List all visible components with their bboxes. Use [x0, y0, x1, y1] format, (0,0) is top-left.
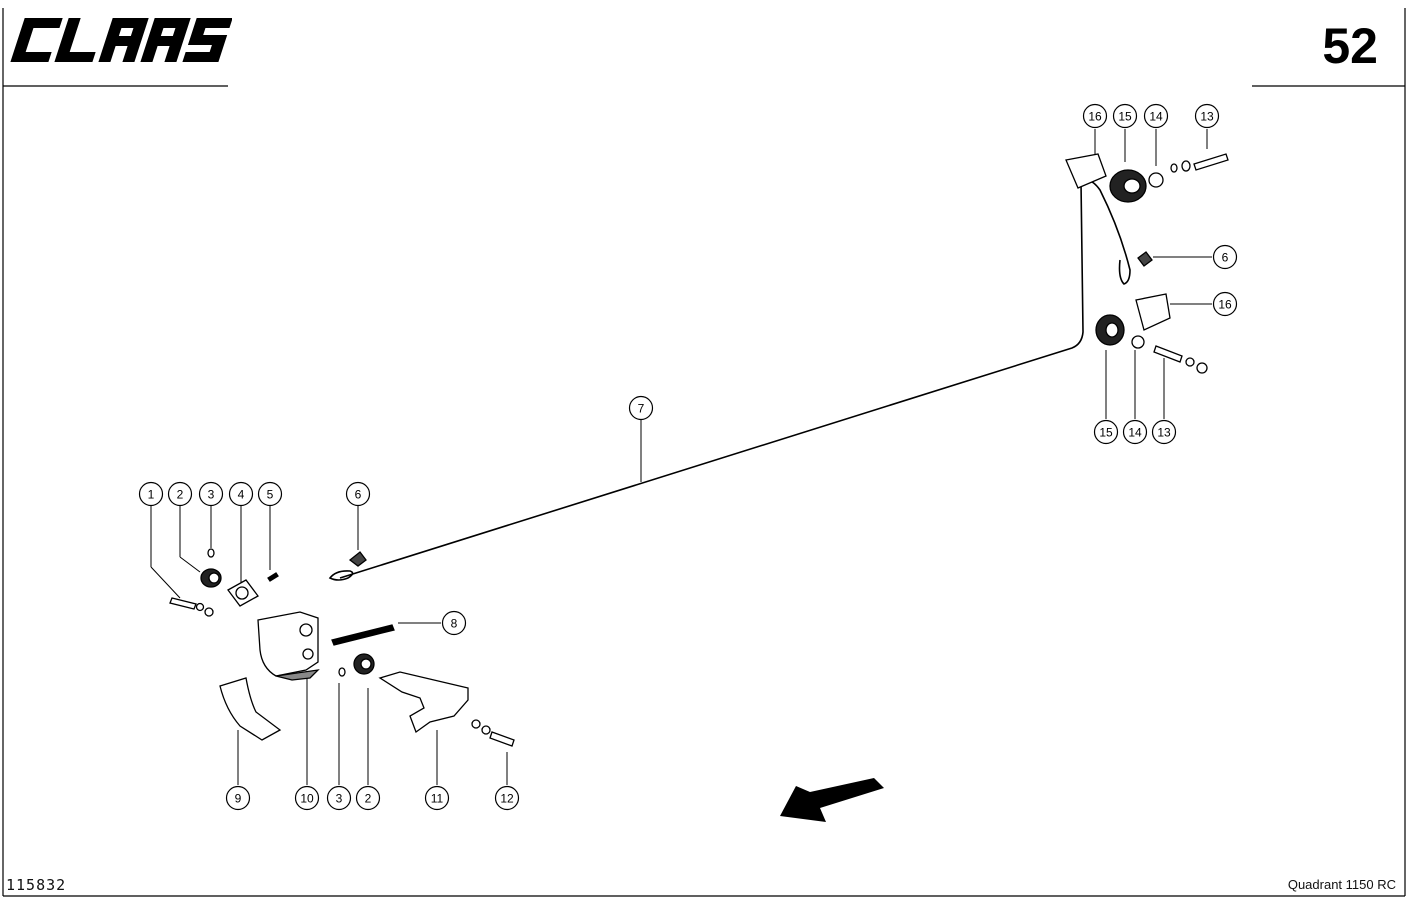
callout-14-top: 14: [1143, 103, 1169, 129]
svg-text:13: 13: [1200, 110, 1214, 124]
svg-text:4: 4: [238, 488, 245, 502]
claas-logo: [10, 14, 232, 66]
svg-text:2: 2: [177, 488, 184, 502]
svg-text:6: 6: [1222, 251, 1229, 265]
callout-15-top: 15: [1112, 103, 1138, 129]
page-number: 52: [1322, 18, 1378, 74]
svg-text:8: 8: [451, 617, 458, 631]
callout-9: 9: [225, 785, 251, 811]
sheet-frame: [2, 8, 1406, 897]
callout-5: 5: [257, 481, 283, 507]
model-name: Quadrant 1150 RC: [1287, 877, 1396, 892]
callout-7: 7: [628, 395, 654, 421]
callout-14-bottom: 14: [1122, 419, 1148, 445]
left-assembly-parts: [169, 548, 515, 747]
direction-arrow: [780, 778, 884, 822]
svg-text:11: 11: [431, 792, 444, 806]
callout-1: 1: [138, 481, 164, 507]
callout-13-bottom: 13: [1151, 419, 1177, 445]
svg-text:9: 9: [235, 792, 242, 806]
svg-text:16: 16: [1088, 110, 1102, 124]
callout-4: 4: [228, 481, 254, 507]
callout-2: 2: [167, 481, 193, 507]
svg-text:12: 12: [500, 792, 514, 806]
callout-10: 10: [294, 785, 320, 811]
callout-6-right: 6: [1212, 244, 1238, 270]
svg-text:5: 5: [267, 488, 274, 502]
svg-text:16: 16: [1218, 298, 1232, 312]
svg-text:3: 3: [208, 488, 215, 502]
leader-lines: [150, 129, 1212, 785]
svg-text:13: 13: [1157, 426, 1171, 440]
callout-3-lower: 3: [326, 785, 352, 811]
callout-2-lower: 2: [355, 785, 381, 811]
right-assembly-parts: [1065, 153, 1229, 374]
svg-text:6: 6: [355, 488, 362, 502]
svg-text:10: 10: [300, 792, 314, 806]
svg-text:1: 1: [148, 488, 155, 502]
callout-8: 8: [441, 610, 467, 636]
svg-text:7: 7: [638, 402, 645, 416]
svg-text:14: 14: [1128, 426, 1142, 440]
callout-12: 12: [494, 785, 520, 811]
svg-text:15: 15: [1118, 110, 1132, 124]
svg-text:3: 3: [336, 792, 343, 806]
callout-6-left: 6: [345, 481, 371, 507]
callout-3: 3: [198, 481, 224, 507]
svg-text:2: 2: [365, 792, 372, 806]
callout-16-top: 16: [1082, 103, 1108, 129]
document-number: 115832: [6, 876, 67, 894]
callout-16-right: 16: [1212, 291, 1238, 317]
callout-11: 11: [424, 785, 450, 811]
callout-balloons: 1 2 3 4 5 6 7 8 9 10 3 2 11 12 16 15 14 …: [138, 103, 1238, 811]
svg-text:15: 15: [1099, 426, 1113, 440]
svg-text:14: 14: [1149, 110, 1163, 124]
tension-rod: [328, 179, 1131, 581]
callout-13-top: 13: [1194, 103, 1220, 129]
callout-15-bottom: 15: [1093, 419, 1119, 445]
